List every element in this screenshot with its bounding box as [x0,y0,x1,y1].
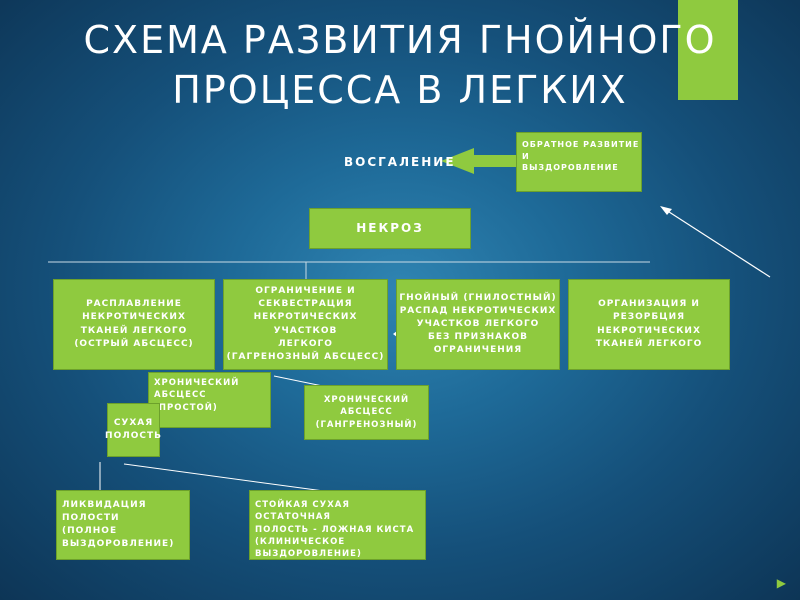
necrosis-box: НЕКРОЗ [309,208,471,249]
cavity-liquidation-box: ЛИКВИДАЦИЯ ПОЛОСТИ (ПОЛНОЕ ВЫЗДОРОВЛЕНИЕ… [56,490,190,560]
dry-to-residual-line [123,463,347,495]
diagonal-arrowhead-icon [660,206,672,215]
chronic-simple-abscess-box: ХРОНИЧЕСКИЙ АБСЦЕСС (ПРОСТОЙ) [148,372,271,428]
chronic-gangrenous-abscess-box: ХРОНИЧЕСКИЙ АБСЦЕСС (ГАНГРЕНОЗНЫЙ) [304,385,429,440]
organization-box: ОРГАНИЗАЦИЯ И РЕЗОРБЦИЯ НЕКРОТИЧЕСКИХ ТК… [568,279,730,370]
acute-abscess-box: РАСПЛАВЛЕНИЕ НЕКРОТИЧЕСКИХ ТКАНЕЙ ЛЕГКОГ… [53,279,215,370]
dry-cavity-box: СУХАЯ ПОЛОСТЬ [105,403,161,457]
gangrenous-abscess-box: ОГРАНИЧЕНИЕ И СЕКВЕСТРАЦИЯ НЕКРОТИЧЕСКИХ… [223,279,388,370]
slide-title-line-2: ПРОЦЕССА В ЛЕГКИХ [172,68,628,112]
play-arrow-icon[interactable]: ▶ [776,576,786,590]
green-arrow-icon [441,148,517,174]
slide-title-line-1: СХЕМА РАЗВИТИЯ ГНОЙНОГО [83,18,717,62]
purulent-decay-box: ГНОЙНЫЙ (ГНИЛОСТНЫЙ) РАСПАД НЕКРОТИЧЕСКИ… [396,279,560,370]
accent-bar [678,0,738,100]
residual-cavity-box: СТОЙКАЯ СУХАЯ ОСТАТОЧНАЯ ПОЛОСТЬ - ЛОЖНА… [249,490,426,560]
reverse-development-box: ОБРАТНОЕ РАЗВИТИЕ И ВЫЗДОРОВЛЕНИЕ [516,132,642,192]
inflammation-label: ВОСГАЛЕНИЕ [344,155,456,169]
diagonal-arrow-line [665,209,771,278]
